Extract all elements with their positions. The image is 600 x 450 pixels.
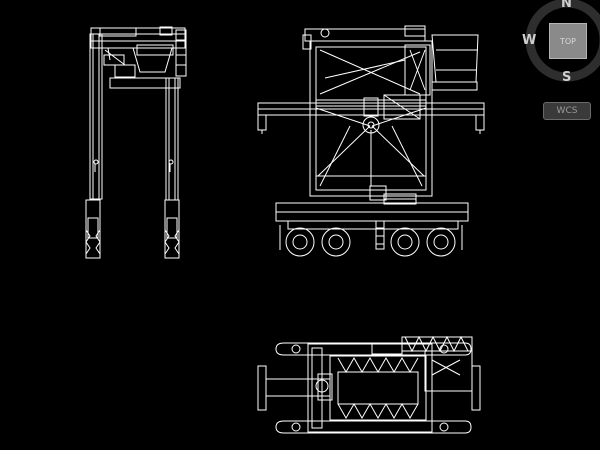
- viewcube-top-face[interactable]: TOP: [549, 23, 587, 59]
- viewcube[interactable]: N W S TOP: [522, 0, 600, 85]
- side-elevation-view: [85, 26, 187, 259]
- compass-south-label[interactable]: S: [562, 70, 572, 85]
- front-elevation-view: [257, 25, 485, 257]
- viewcube-compass-ring[interactable]: [526, 0, 600, 84]
- wcs-menu-button[interactable]: WCS: [543, 102, 591, 120]
- compass-north-label[interactable]: N: [561, 0, 572, 11]
- compass-west-label[interactable]: W: [522, 33, 537, 48]
- plan-view: [257, 335, 481, 434]
